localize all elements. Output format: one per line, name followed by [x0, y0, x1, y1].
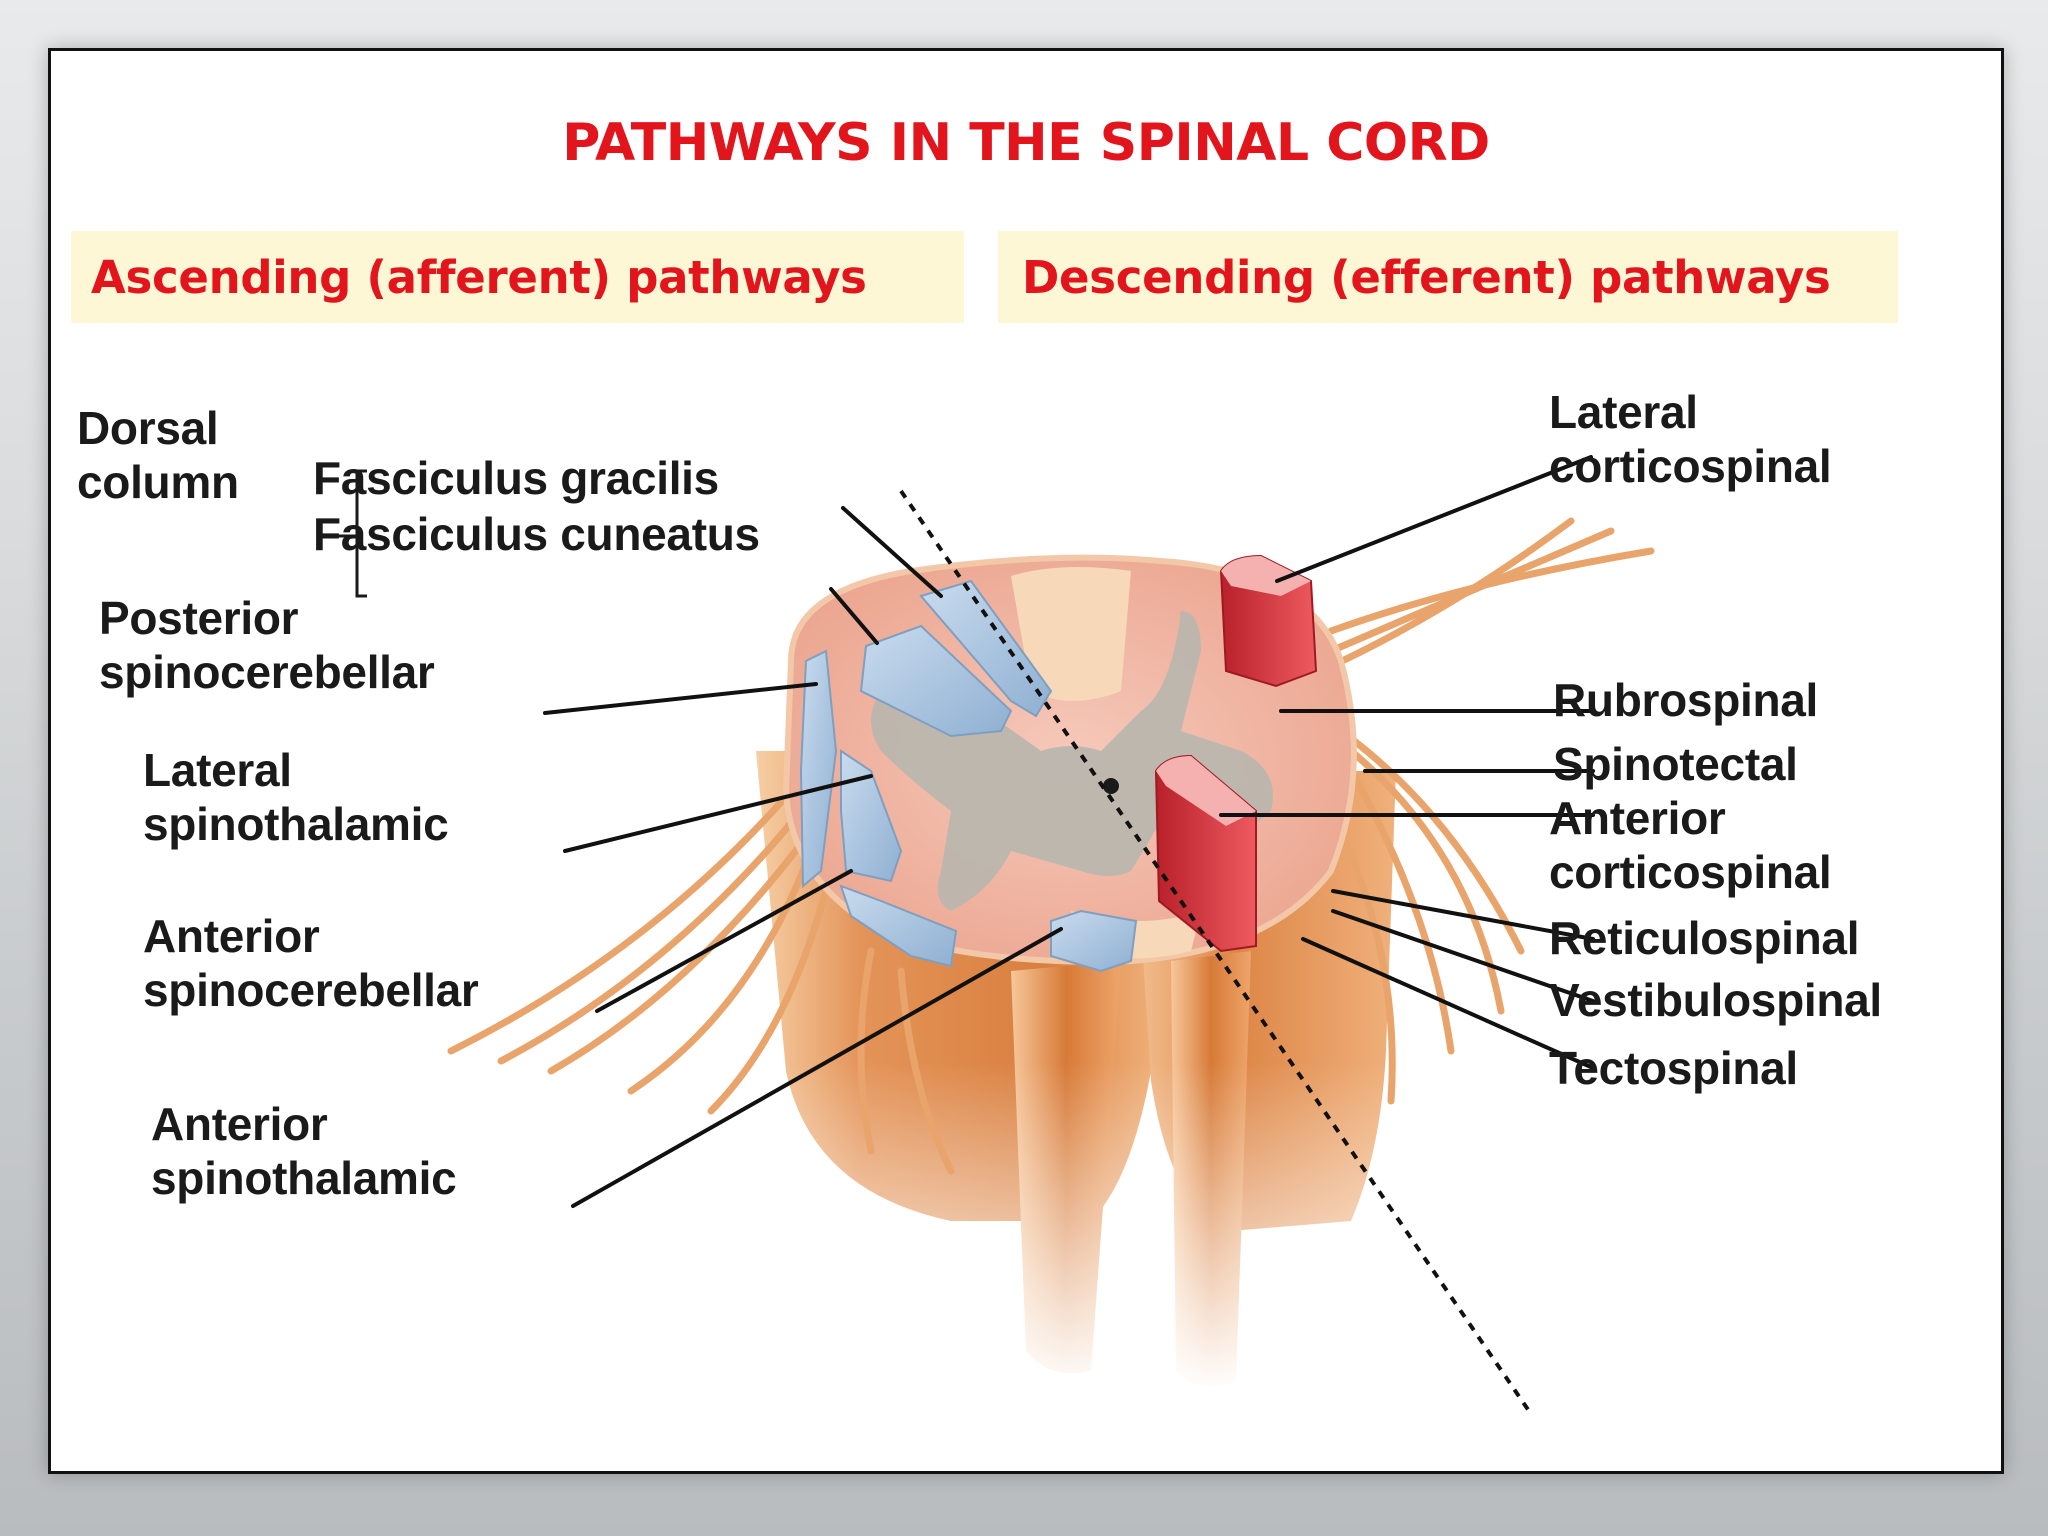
- fasciculus-gracilis-tract: [919, 579, 1053, 718]
- lateral-corticospinal-line2: corticospinal: [1549, 440, 1832, 492]
- nerve-rootlets: [447, 517, 1655, 1175]
- anterior-corticospinal-line1: Anterior: [1549, 792, 1726, 844]
- slide-frame: PATHWAYS IN THE SPINAL CORD Ascending (a…: [48, 48, 2004, 1474]
- fasciculus-cuneatus-tract: [859, 624, 1013, 738]
- lateral-corticospinal-label: Lateral corticospinal: [1549, 385, 1832, 493]
- ascending-tracts: [799, 579, 1138, 973]
- anterior-spinothalamic-line2: spinothalamic: [151, 1152, 457, 1204]
- lateral-corticospinal-line1: Lateral: [1549, 386, 1698, 438]
- anterior-spinocerebellar-line2: spinocerebellar: [143, 964, 479, 1016]
- dorsal-column-label: Dorsal column: [77, 401, 239, 509]
- anterior-spinocerebellar-line1: Anterior: [143, 910, 320, 962]
- spinotectal-label: Spinotectal: [1553, 738, 1798, 790]
- lateral-spinothalamic-label: Lateral spinothalamic: [143, 743, 449, 851]
- fasciculus-gracilis-label: Fasciculus gracilis: [313, 452, 719, 504]
- descending-heading: Descending (efferent) pathways: [998, 231, 1898, 323]
- leader-lines: [543, 455, 1595, 1208]
- posterior-spinocerebellar-label: Posterior spinocerebellar: [99, 591, 435, 699]
- anterior-corticospinal-label: Anterior corticospinal: [1549, 791, 1832, 899]
- fasciculus-cuneatus-label: Fasciculus cuneatus: [313, 508, 760, 560]
- lateral-spinothalamic-line2: spinothalamic: [143, 798, 449, 850]
- rubrospinal-label: Rubrospinal: [1553, 674, 1819, 726]
- slide-title: PATHWAYS IN THE SPINAL CORD: [562, 113, 1490, 173]
- midline-dotted: [899, 489, 1531, 1413]
- spinal-cord-illustration: [321, 455, 1655, 1413]
- anterior-spinocerebellar-label: Anterior spinocerebellar: [143, 909, 479, 1017]
- anterior-spinothalamic-line1: Anterior: [151, 1098, 328, 1150]
- dorsal-column-line1: Dorsal: [77, 402, 219, 454]
- reticulospinal-label: Reticulospinal: [1549, 912, 1860, 964]
- descending-heading-text: Descending (efferent) pathways: [1022, 250, 1831, 304]
- anterior-corticospinal-line2: corticospinal: [1549, 846, 1832, 898]
- posterior-spinocerebellar-line1: Posterior: [99, 592, 299, 644]
- lateral-spinothalamic-tract: [840, 749, 903, 883]
- ascending-heading: Ascending (afferent) pathways: [71, 231, 964, 323]
- posterior-spinocerebellar-tract: [799, 649, 838, 889]
- ascending-heading-text: Ascending (afferent) pathways: [91, 250, 867, 304]
- anterior-spinothalamic-label: Anterior spinothalamic: [151, 1097, 457, 1205]
- anterior-spinocerebellar-tract: [839, 884, 958, 968]
- anterior-spinothalamic-tract: [1050, 909, 1138, 973]
- dorsal-column-line2: column: [77, 456, 239, 508]
- gray-matter: [871, 611, 1273, 911]
- lateral-spinothalamic-line1: Lateral: [143, 744, 292, 796]
- tectospinal-label: Tectospinal: [1549, 1042, 1798, 1094]
- posterior-spinocerebellar-line2: spinocerebellar: [99, 646, 435, 698]
- dorsal-column-bracket: [321, 469, 367, 598]
- vestibulospinal-label: Vestibulospinal: [1549, 974, 1882, 1026]
